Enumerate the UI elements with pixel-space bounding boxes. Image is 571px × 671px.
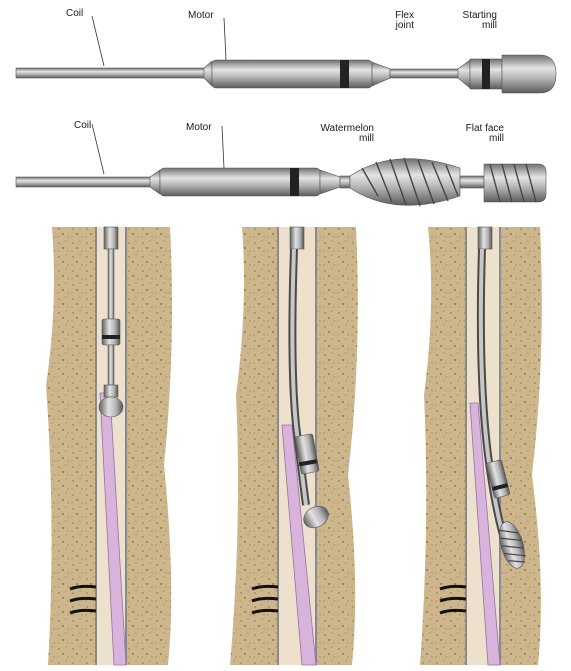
wellbore-section-2: [230, 227, 358, 665]
top-coil-label: Coil: [66, 9, 83, 19]
top-label-leaders: [92, 16, 226, 66]
top-motor-label: Motor: [188, 11, 214, 21]
coil-tube: [16, 61, 212, 86]
watermelon-mill-label: Watermelon mill: [298, 124, 374, 144]
starting-mill: [458, 55, 556, 93]
starting-mill-label: Starting mill: [447, 11, 497, 31]
wellbore-sections: [0, 225, 571, 671]
wellbore-section-3: [420, 227, 542, 665]
bottom-motor-label: Motor: [186, 123, 212, 133]
flat-face-mill: [460, 164, 546, 202]
flat-face-mill-label: Flat face mill: [440, 124, 504, 144]
flex-joint: [390, 69, 460, 78]
bottom-coil-label: Coil: [74, 121, 91, 131]
watermelon-mill: [340, 158, 460, 206]
coil-tube-2: [16, 170, 160, 194]
motor-body-2: [160, 168, 340, 196]
wellbore-section-1: [46, 227, 172, 665]
flex-joint-label: Flex joint: [370, 11, 414, 31]
motor-body: [212, 60, 390, 88]
